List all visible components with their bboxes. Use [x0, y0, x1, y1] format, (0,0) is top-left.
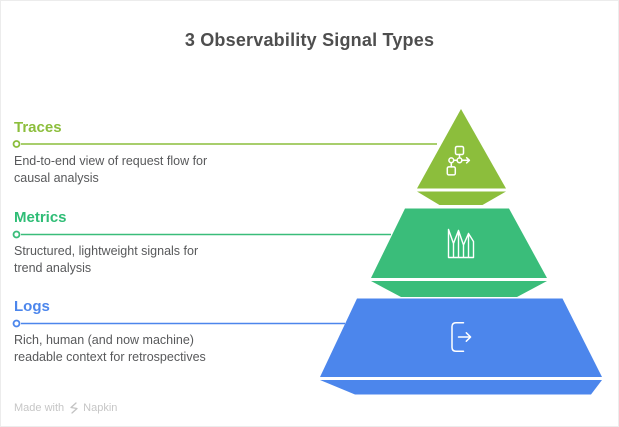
made-with-label: Made with [14, 402, 65, 414]
connector-dot [12, 230, 21, 239]
section-label-logs: Logs [14, 298, 50, 315]
section-label-traces: Traces [14, 119, 62, 136]
histogram-icon [447, 228, 475, 259]
pyramid-lip [417, 191, 506, 205]
pyramid-level-metrics [371, 208, 547, 297]
section-description-traces: End-to-end view of request flow for caus… [14, 154, 208, 185]
pyramid-level-logs [320, 298, 602, 395]
connector-dot [12, 319, 21, 328]
section-metrics: Metrics Structured, lightweight signals … [14, 208, 314, 277]
napkin-brand-label: Napkin [83, 402, 118, 414]
made-with-napkin-credit: Made with Napkin [14, 402, 117, 414]
log-export-icon [451, 322, 472, 352]
section-description-metrics: Structured, lightweight signals for tren… [14, 244, 199, 275]
section-logs: Logs Rich, human (and now machine) reada… [14, 297, 314, 366]
page-title: 3 Observability Signal Types [184, 30, 435, 50]
section-description-logs: Rich, human (and now machine) readable c… [14, 333, 206, 364]
connector-metrics [12, 230, 391, 239]
connector-dot [12, 140, 21, 148]
napkin-logo-icon [70, 402, 78, 414]
pyramid-lip [320, 380, 602, 395]
connector-logs [12, 319, 345, 328]
section-traces: Traces End-to-end view of request flow f… [14, 118, 314, 187]
trace-flow-icon [446, 145, 471, 176]
pyramid-lip [371, 281, 547, 297]
connector-traces [12, 140, 437, 148]
pyramid-level-traces [417, 109, 506, 205]
section-label-metrics: Metrics [14, 209, 67, 226]
